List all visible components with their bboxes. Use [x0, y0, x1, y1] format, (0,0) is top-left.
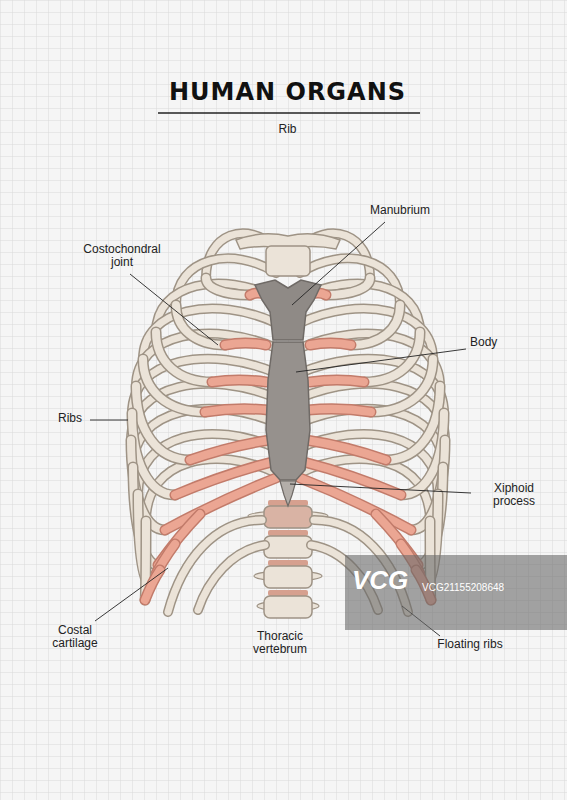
bone-fill [156, 332, 212, 382]
watermark: VCG [352, 566, 422, 595]
title-underline [158, 112, 420, 114]
bone-fill [212, 380, 266, 382]
vertebra [264, 506, 312, 528]
leader-line [95, 568, 168, 621]
bone-fill [306, 440, 386, 460]
bone-outline [364, 332, 420, 382]
bone-outline [306, 440, 386, 460]
bone-fill [198, 545, 265, 610]
vertebra [264, 536, 312, 558]
bone-outline [206, 278, 250, 295]
bone-outline [351, 305, 400, 345]
bone-fill [308, 409, 371, 412]
part-label: Costochondral joint [72, 243, 172, 269]
bone-fill [371, 359, 433, 412]
bone-outline [386, 386, 440, 460]
part-label: Manubrium [360, 204, 440, 217]
bone-fill [206, 278, 250, 295]
bone-fill [310, 343, 351, 345]
bone-outline [212, 380, 266, 382]
sternum-body [266, 342, 310, 480]
bone-outline [310, 380, 364, 382]
leader-line [290, 484, 471, 493]
manubrium [255, 280, 321, 340]
bone-outline [225, 343, 266, 345]
sternum [255, 280, 321, 506]
spine [236, 234, 340, 618]
leader-line [90, 420, 128, 421]
bone-outline [143, 359, 205, 412]
leader-line [130, 274, 218, 345]
bone-fill [145, 570, 160, 600]
watermark: VCG21155208648 [422, 582, 562, 593]
disc [268, 530, 308, 536]
bone-outline [165, 478, 276, 530]
bone-outline [145, 570, 160, 600]
rib-back [131, 233, 445, 521]
bone-outline [190, 440, 270, 460]
bone-fill [310, 380, 364, 382]
bone-fill [300, 478, 411, 530]
disc [268, 560, 308, 566]
bone-fill [176, 305, 225, 345]
bone-fill [386, 386, 440, 460]
bone-outline [176, 305, 225, 345]
part-label: Floating ribs [420, 638, 520, 651]
bone-outline [198, 545, 265, 610]
bone-outline [326, 278, 370, 295]
part-label: Ribs [58, 412, 92, 425]
vertebra [266, 246, 310, 276]
watermark-band [345, 555, 567, 630]
bone-fill [136, 386, 190, 460]
bone-outline [371, 359, 433, 412]
subtitle: Rib [4, 123, 567, 136]
bone-fill [165, 478, 276, 530]
leader-line [292, 222, 385, 305]
part-label: Thoracic vertebrum [230, 630, 330, 656]
vertebra [264, 596, 312, 618]
bone-fill [326, 278, 370, 295]
part-label: Xiphoid process [476, 482, 552, 508]
bone-fill [351, 305, 400, 345]
xiphoid [280, 481, 296, 506]
bone-outline [156, 332, 212, 382]
bone-fill [364, 332, 420, 382]
bone-outline [205, 409, 268, 412]
title: HUMAN ORGANS [4, 78, 567, 106]
bone-outline [300, 478, 411, 530]
disc [268, 590, 308, 596]
vertebra [264, 566, 312, 588]
bone-outline [308, 409, 371, 412]
bone-fill [225, 343, 266, 345]
part-label: Costal cartilage [38, 624, 112, 650]
leader-line [296, 349, 466, 372]
bone-fill [205, 409, 268, 412]
bone-outline [136, 386, 190, 460]
bone-outline [310, 343, 351, 345]
bone-fill [190, 440, 270, 460]
bone-fill [143, 359, 205, 412]
part-label: Body [470, 336, 520, 349]
